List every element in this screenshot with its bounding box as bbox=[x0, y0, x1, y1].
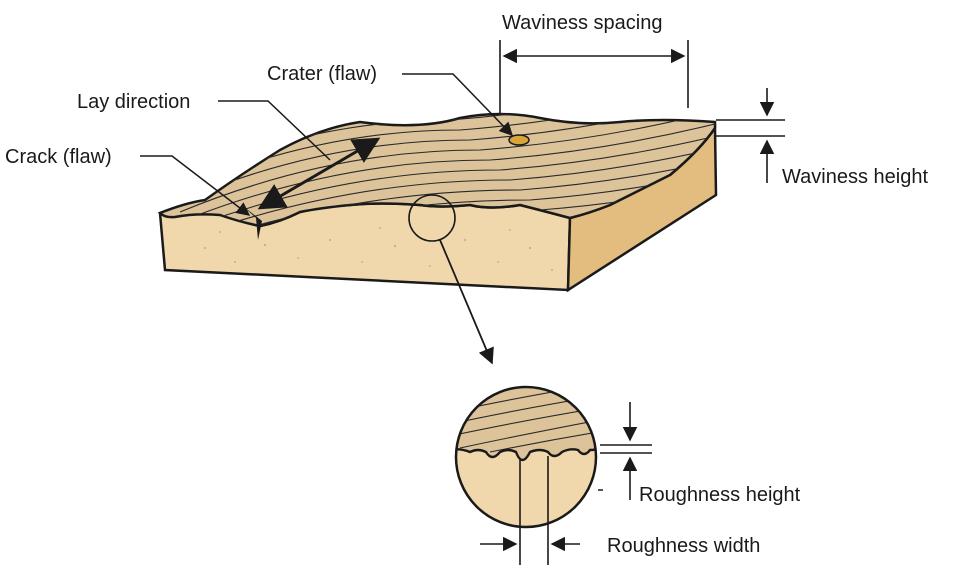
waviness-height-marker bbox=[716, 88, 785, 183]
detail-circle bbox=[454, 385, 598, 529]
magnifier-circle bbox=[408, 194, 456, 242]
front-face-speckles bbox=[203, 227, 553, 271]
waviness-height-label: Waviness height bbox=[782, 166, 928, 188]
roughness-height-marker bbox=[600, 402, 652, 500]
crack-label: Crack (flaw) bbox=[5, 146, 112, 168]
waviness-spacing-marker bbox=[499, 40, 689, 113]
magnifier-arrow bbox=[439, 239, 494, 365]
roughness-width-label: Roughness width bbox=[607, 535, 760, 557]
crater-flaw bbox=[508, 134, 530, 146]
roughness-height-label: Roughness height bbox=[639, 484, 801, 506]
lay-direction-label: Lay direction bbox=[77, 91, 190, 113]
roughness-width-marker bbox=[480, 456, 580, 565]
lay-direction-arrow bbox=[257, 137, 381, 210]
crater-label: Crater (flaw) bbox=[267, 63, 377, 85]
leader-lines bbox=[140, 73, 603, 491]
crack-flaw bbox=[243, 206, 262, 240]
waviness-spacing-label: Waviness spacing bbox=[502, 12, 662, 34]
